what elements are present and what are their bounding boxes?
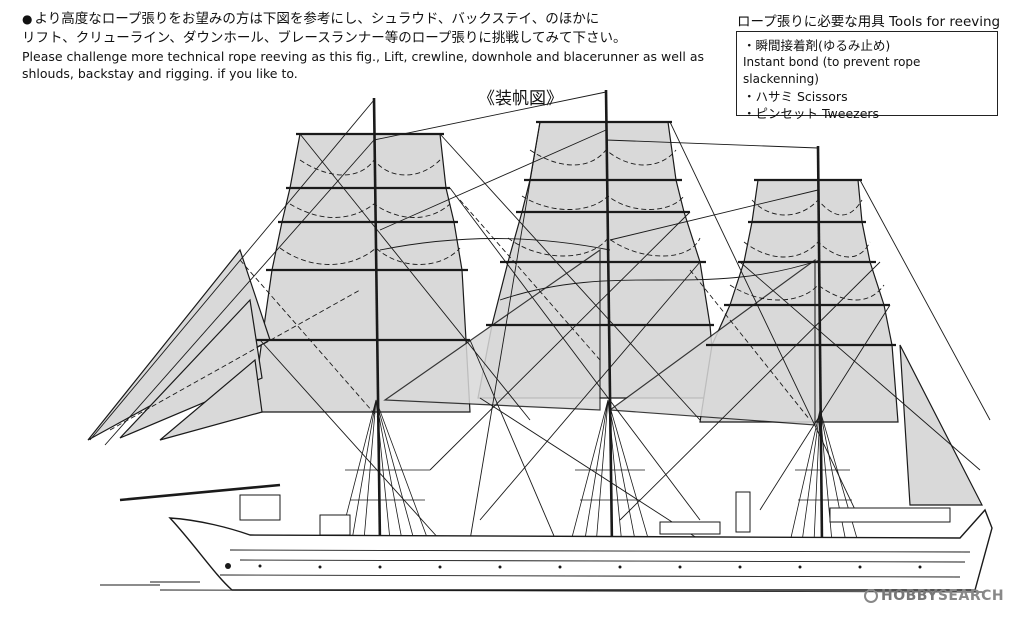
mizzen-staysail: [608, 258, 816, 426]
main-upper-topsail: [507, 211, 701, 263]
bullet-icon: ●: [22, 12, 33, 26]
intro-en-line2: shlouds, backstay and rigging. if you li…: [22, 66, 298, 81]
tool-item-bond-sub: Instant bond (to prevent rope slackennin…: [743, 55, 921, 86]
figure-title: 《装帆図》: [478, 89, 563, 109]
tool-item-scissors: ・ハサミ Scissors: [743, 89, 848, 104]
intro-en-line1: Please challenge more technical rope ree…: [22, 49, 705, 64]
jib-sail-inner: [159, 358, 263, 441]
spanker-sail: [899, 344, 983, 506]
hobbysearch-logo-icon: [864, 589, 878, 603]
tool-item-tweezers: ・ピンセット Tweezers: [743, 106, 880, 121]
intro-jp-line1-text: より高度なロープ張りをお望みの方は下図を参考にし、シュラウド、バックステイ、のほ…: [34, 11, 600, 27]
intro-jp-line1: ●より高度なロープ張りをお望みの方は下図を参考にし、シュラウド、バックステイ、の…: [22, 10, 712, 29]
fore-topgallant-sail: [281, 187, 455, 223]
mizzen-royal-sail: [751, 179, 863, 223]
tool-item-bond: ・瞬間接着剤(ゆるみ止め): [743, 38, 891, 53]
watermark: HOBBYSEARCH: [864, 588, 1004, 604]
watermark-hobby: HOBBY: [881, 588, 938, 604]
mizzen-topgallant-sail: [743, 221, 871, 263]
tools-title: ロープ張りに必要な用具 Tools for reeving: [737, 14, 1001, 30]
main-royal-sail: [529, 121, 677, 181]
watermark-search: SEARCH: [937, 588, 1005, 604]
fore-royal-sail: [289, 133, 447, 189]
fore-lower-topsail: [261, 269, 467, 341]
main-topgallant-sail: [521, 179, 685, 213]
intro-text: ●より高度なロープ張りをお望みの方は下図を参考にし、シュラウド、バックステイ、の…: [22, 10, 712, 82]
tools-box: ・瞬間接着剤(ゆるみ止め) Instant bond (to prevent r…: [736, 31, 998, 121]
intro-jp-line2: リフト、クリューライン、ダウンホール、ブレースランナー等のロープ張りに挑戦してみ…: [22, 30, 627, 46]
ship-hull: [168, 508, 993, 591]
